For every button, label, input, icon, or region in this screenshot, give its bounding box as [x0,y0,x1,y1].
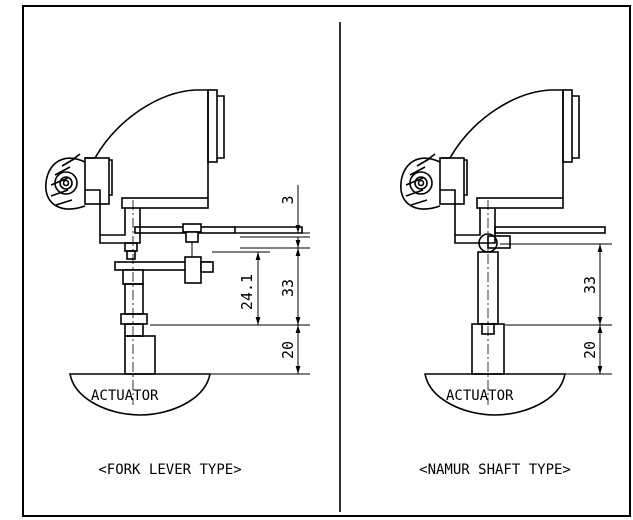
drawing-frame [22,5,631,517]
cable-gland [45,153,86,210]
dim-label-20: 20 [279,341,297,359]
fork-shaft [114,223,303,375]
fork-lever-caption: <FORK LEVER TYPE> [98,462,241,478]
actuator-label: ACTUATOR [91,388,159,404]
positioner-body [84,89,225,244]
dim-label-33: 33 [279,279,297,297]
namur-dimensions: 33 20 [500,243,612,375]
dim-label-24-1: 24.1 [238,274,256,310]
actuator-label: ACTUATOR [446,388,514,404]
actuator-fork: ACTUATOR [69,373,211,416]
fork-lever-panel: ACTUATOR 3 24.1 33 20 <FORK LEVER TYPE> [45,89,310,478]
fork-dimensions: 3 24.1 33 20 [150,185,310,375]
cable-gland [400,153,441,210]
dim-label-20: 20 [581,341,599,359]
namur-shaft-caption: <NAMUR SHAFT TYPE> [419,462,571,478]
dim-label-33: 33 [581,276,599,294]
namur-shaft-panel: ACTUATOR 33 20 <NAMUR SHAFT TYPE> [400,89,612,478]
positioner-body [439,89,580,244]
dim-label-3: 3 [279,195,297,204]
actuator-namur: ACTUATOR [424,373,566,416]
